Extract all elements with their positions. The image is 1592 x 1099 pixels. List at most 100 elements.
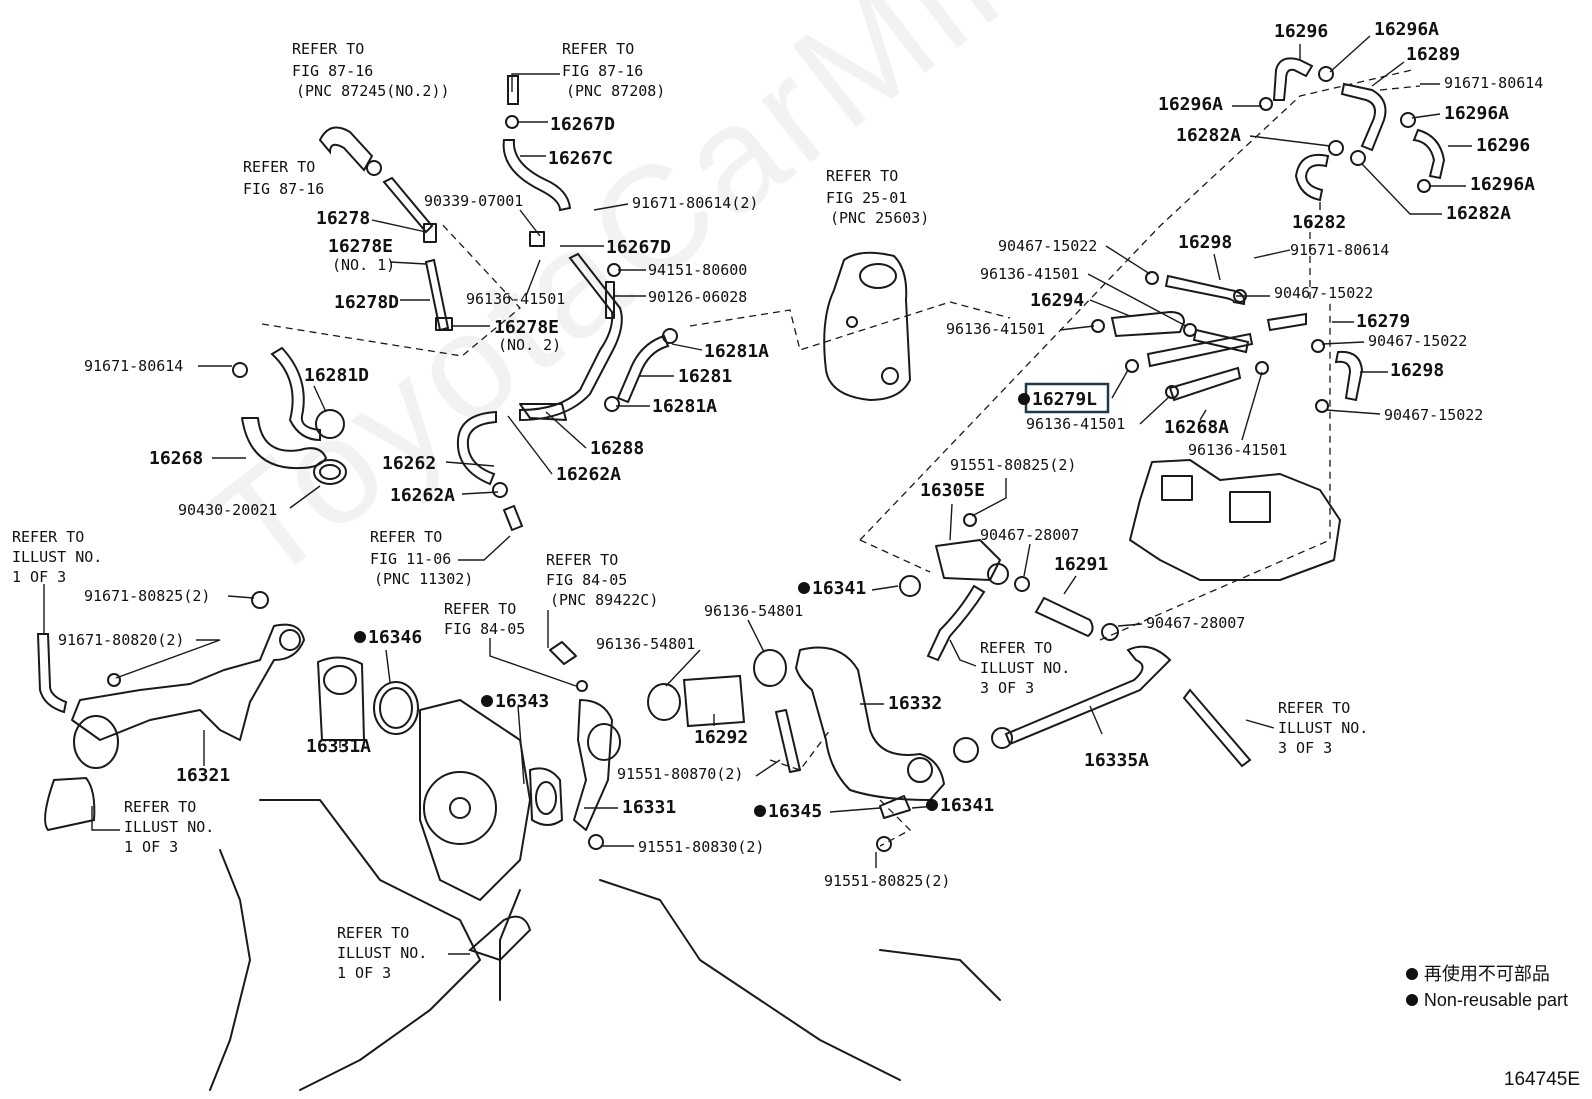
part-label-p16321: 16321 xyxy=(176,765,230,786)
part-label-r5c: 1 OF 3 xyxy=(12,568,66,586)
part-label-p16296b: 16296 xyxy=(1476,135,1530,156)
leader-lines xyxy=(43,35,1472,955)
part-label-r8c: 1 OF 3 xyxy=(124,838,178,856)
part-label-r3b: FIG 87-16 xyxy=(243,180,324,198)
part-label-p91671a: 91671-80614(2) xyxy=(632,194,758,212)
part-label-p90467c: 90467-15022 xyxy=(1368,332,1467,350)
part-label-p90339: 90339-07001 xyxy=(424,192,523,210)
part-label-p16289: 16289 xyxy=(1406,44,1460,65)
part-label-p16281Aa: 16281A xyxy=(704,341,769,362)
non-reusable-dot-icon xyxy=(354,631,366,643)
part-label-p16262: 16262 xyxy=(382,453,436,474)
part-label-p16298a: 16298 xyxy=(1178,232,1232,253)
part-label-r5: REFER TO xyxy=(12,528,84,546)
non-reusable-dot-icon xyxy=(926,799,938,811)
part-label-p16282: 16282 xyxy=(1292,212,1346,233)
part-label-r10: REFER TO xyxy=(826,167,898,185)
part-label-p16291: 16291 xyxy=(1054,554,1108,575)
part-label-p16294: 16294 xyxy=(1030,290,1084,311)
hose-group-16279 xyxy=(1091,271,1364,413)
part-label-p16267D: 16267D xyxy=(550,114,615,135)
legend: 再使用不可部品 Non-reusable part xyxy=(1405,961,1568,1013)
part-label-p16281: 16281 xyxy=(678,366,732,387)
part-label-r2c: (PNC 87208) xyxy=(566,82,665,100)
part-label-p16288: 16288 xyxy=(590,438,644,459)
part-label-r4: REFER TO xyxy=(370,528,442,546)
part-label-p90467e: 90467-28007 xyxy=(980,526,1079,544)
part-label-p16278D: 16278D xyxy=(334,292,399,313)
part-label-p16341a: 16341 xyxy=(812,578,866,599)
engine-housing-25603 xyxy=(823,251,911,401)
part-label-r11b: ILLUST NO. xyxy=(980,659,1070,677)
non-reusable-dot-icon xyxy=(1018,393,1030,405)
part-label-p16262Ab: 16262A xyxy=(390,485,455,506)
part-label-r12c: 3 OF 3 xyxy=(1278,739,1332,757)
part-label-r6: REFER TO xyxy=(546,551,618,569)
water-pump-group xyxy=(36,591,621,901)
part-label-p90467f: 90467-28007 xyxy=(1146,614,1245,632)
engine-block-right xyxy=(1129,459,1341,581)
part-label-p91551b: 91551-80830(2) xyxy=(638,838,764,856)
part-label-p16282Aa: 16282A xyxy=(1176,125,1241,146)
hose-group-16291 xyxy=(899,513,1252,768)
part-label-p91551d: 91551-80825(2) xyxy=(950,456,1076,474)
part-label-r7: REFER TO xyxy=(444,600,516,618)
part-label-p16282Ab: 16282A xyxy=(1446,203,1511,224)
figure-id: 164745E xyxy=(1503,1069,1580,1090)
part-label-r1: REFER TO xyxy=(292,40,364,58)
part-label-p16268: 16268 xyxy=(149,448,203,469)
part-label-r2: REFER TO xyxy=(562,40,634,58)
part-label-p16346: 16346 xyxy=(368,627,422,648)
part-label-p16262A: 16262A xyxy=(556,464,621,485)
part-label-r12b: ILLUST NO. xyxy=(1278,719,1368,737)
part-label-p16296Ab: 16296A xyxy=(1158,94,1223,115)
part-label-p90467a: 90467-15022 xyxy=(998,237,1097,255)
part-label-p91671b: 91671-80614 xyxy=(84,357,183,375)
part-label-r4b: FIG 11-06 xyxy=(370,550,451,568)
part-label-p96136f: 96136-41501 xyxy=(1026,415,1125,433)
legend-jp-text: 再使用不可部品 xyxy=(1423,964,1550,984)
engine-block-bottom xyxy=(44,776,1001,1091)
legend-row-en: Non-reusable part xyxy=(1405,987,1568,1013)
part-label-p96136d: 96136-41501 xyxy=(980,265,1079,283)
part-label-p91671f: 91671-80614 xyxy=(1290,241,1389,259)
part-label-p16278Eb: 16278E xyxy=(494,317,559,338)
part-label-r8: REFER TO xyxy=(124,798,196,816)
part-label-r9: REFER TO xyxy=(337,924,409,942)
part-label-p16292: 16292 xyxy=(694,727,748,748)
part-label-r2b: FIG 87-16 xyxy=(562,62,643,80)
part-label-p91671d: 91671-80820(2) xyxy=(58,631,184,649)
part-label-p16298b: 16298 xyxy=(1390,360,1444,381)
non-reusable-dot-icon xyxy=(798,582,810,594)
part-label-r4c: (PNC 11302) xyxy=(374,570,473,588)
part-label-r9b: ILLUST NO. xyxy=(337,944,427,962)
part-label-p16267Db: 16267D xyxy=(606,237,671,258)
part-label-p16331: 16331 xyxy=(622,797,676,818)
non-reusable-dot-icon xyxy=(481,695,493,707)
part-label-r11c: 3 OF 3 xyxy=(980,679,1034,697)
part-label-r5b: ILLUST NO. xyxy=(12,548,102,566)
part-label-no1: (NO. 1) xyxy=(332,256,395,274)
part-label-p16296a: 16296 xyxy=(1274,21,1328,42)
part-label-r10c: (PNC 25603) xyxy=(830,209,929,227)
part-label-p16268A: 16268A xyxy=(1164,417,1229,438)
part-label-r3: REFER TO xyxy=(243,158,315,176)
part-label-p16296Aa: 16296A xyxy=(1374,19,1439,40)
hose-group-16278 xyxy=(232,126,453,485)
part-label-p16267C: 16267C xyxy=(548,148,613,169)
part-labels: REFER TO FIG 87-16 (PNC 87245(NO.2)) REFER … xyxy=(12,19,1543,982)
part-label-r6b: FIG 84-05 xyxy=(546,571,627,589)
part-label-p96136g: 96136-41501 xyxy=(1188,441,1287,459)
non-reusable-dot-icon xyxy=(754,805,766,817)
part-label-p16345: 16345 xyxy=(768,801,822,822)
part-label-p90430: 90430-20021 xyxy=(178,501,277,519)
part-label-r10b: FIG 25-01 xyxy=(826,189,907,207)
part-label-p91671c: 91671-80825(2) xyxy=(84,587,210,605)
part-label-p16279: 16279 xyxy=(1356,311,1410,332)
part-label-p96136c: 96136-54801 xyxy=(596,635,695,653)
part-label-r7b: FIG 84-05 xyxy=(444,620,525,638)
part-label-r1c: (PNC 87245(NO.2)) xyxy=(296,82,450,100)
legend-row-jp: 再使用不可部品 xyxy=(1405,961,1568,987)
part-label-p91551c: 91551-80825(2) xyxy=(824,872,950,890)
